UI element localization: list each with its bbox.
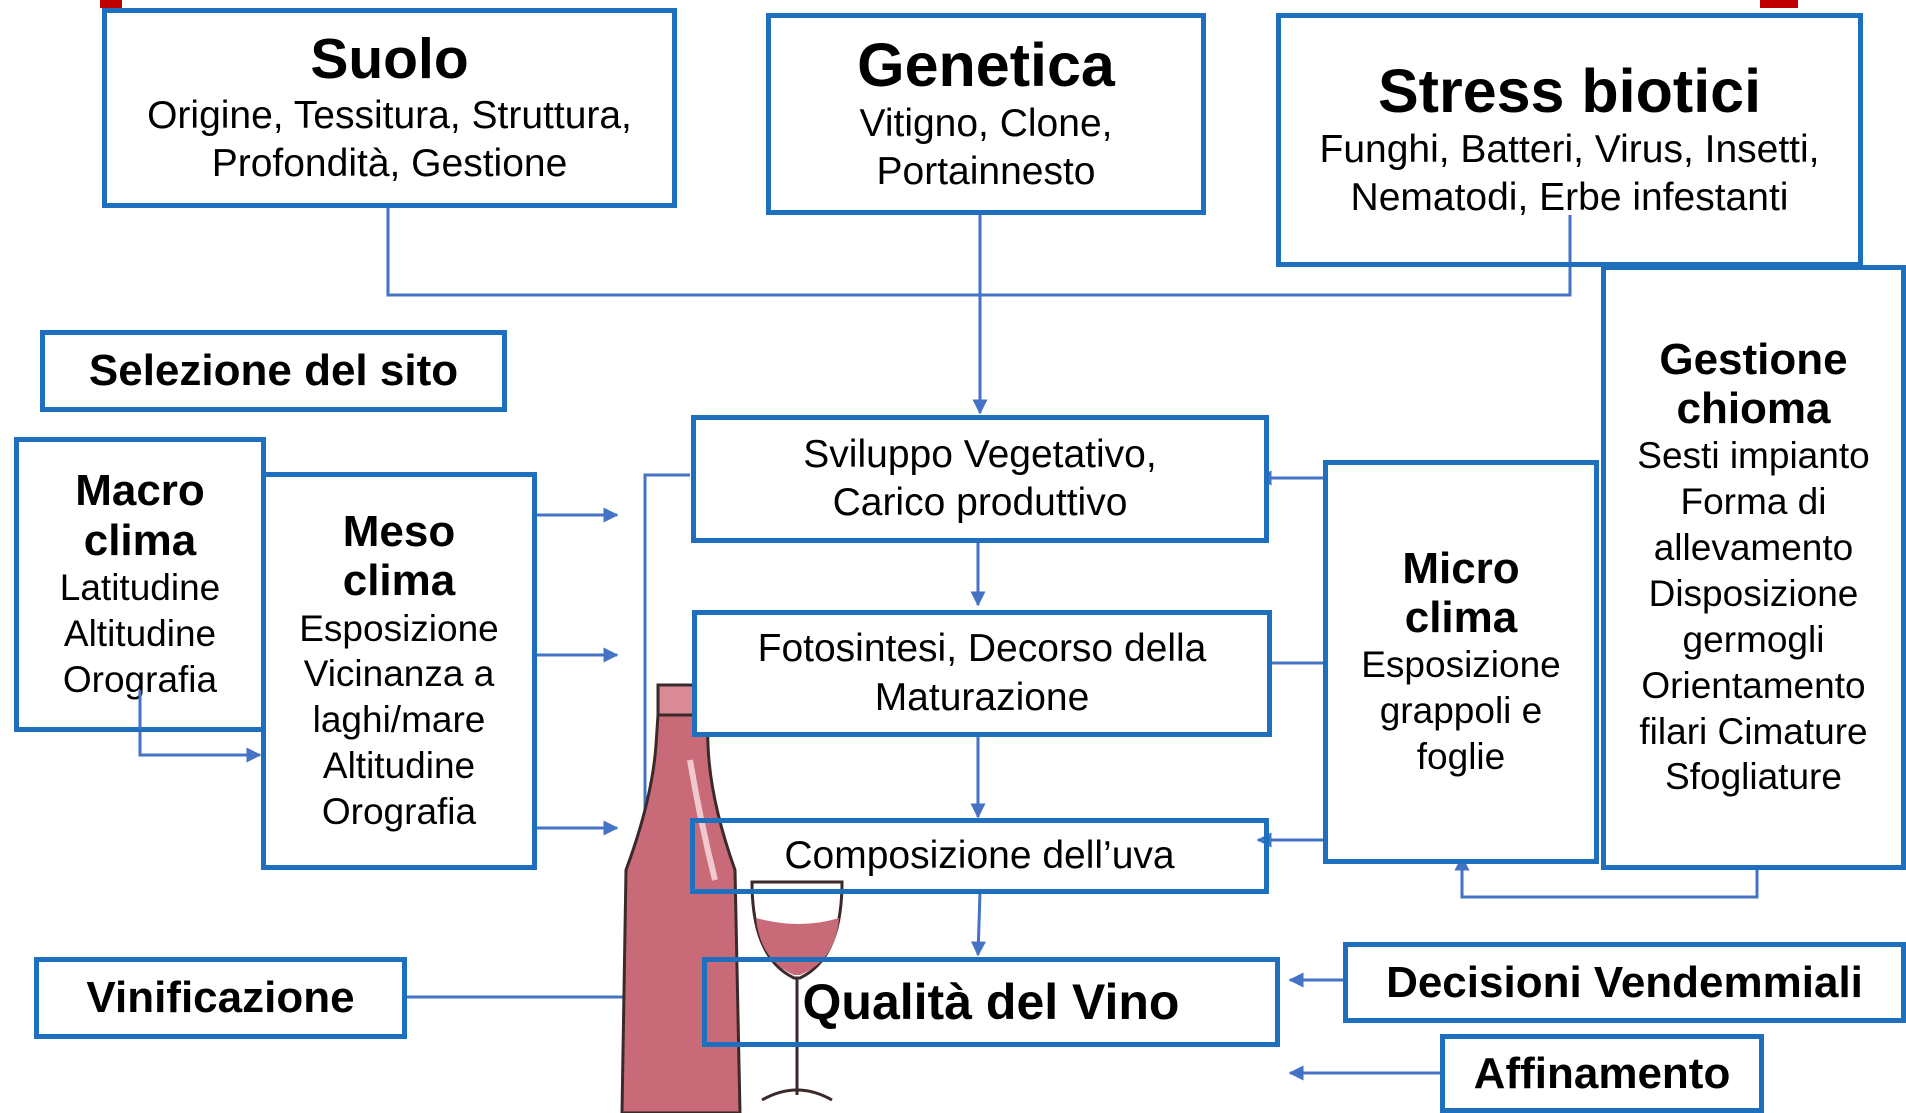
node-meso-clima: Meso clima Esposizione Vicinanza a laghi… [261, 472, 537, 870]
node-sviluppo-vegetativo: Sviluppo Vegetativo, Carico produttivo [691, 415, 1269, 543]
node-sviluppo-desc: Sviluppo Vegetativo, Carico produttivo [803, 432, 1157, 524]
header-text-cropped-left [100, 0, 122, 8]
node-selezione-title: Selezione del sito [88, 346, 459, 396]
wine-glass-icon [750, 880, 844, 1102]
node-affinamento: Affinamento [1440, 1034, 1764, 1113]
header-text-cropped-right [1760, 0, 1798, 8]
node-suolo-desc: Origine, Tessitura, Struttura, Profondit… [147, 93, 632, 185]
node-suolo-title: Suolo [310, 26, 469, 91]
node-micro-title: Micro clima [1402, 543, 1520, 643]
node-gestione-title: Gestione chioma [1659, 334, 1848, 433]
node-genetica-desc: Vitigno, Clone, Portainnesto [859, 101, 1113, 194]
node-stress-desc: Funghi, Batteri, Virus, Insetti, Nematod… [1319, 127, 1820, 220]
node-gestione-chioma: Gestione chioma Sesti impianto Forma di … [1601, 265, 1906, 870]
node-qualita-title: Qualità del Vino [802, 974, 1180, 1030]
node-composizione-desc: Composizione dell’uva [784, 833, 1175, 877]
node-meso-title: Meso clima [342, 507, 456, 606]
node-suolo: Suolo Origine, Tessitura, Struttura, Pro… [102, 8, 677, 208]
wine-bottle-icon [620, 683, 742, 1113]
node-micro-desc: Esposizione grappoli e foglie [1361, 644, 1561, 778]
node-macro-clima: Macro clima Latitudine Altitudine Orogra… [14, 437, 266, 732]
node-macro-title: Macro clima [75, 466, 205, 565]
node-vinificazione-title: Vinificazione [86, 973, 355, 1023]
node-decisioni-vendemmiali: Decisioni Vendemmiali [1343, 942, 1906, 1023]
node-affinamento-title: Affinamento [1473, 1048, 1731, 1098]
node-macro-desc: Latitudine Altitudine Orografia [59, 566, 221, 700]
node-genetica: Genetica Vitigno, Clone, Portainnesto [766, 13, 1206, 215]
arrow-composizione-qualita [970, 891, 986, 957]
node-fotosintesi: Fotosintesi, Decorso della Maturazione [692, 610, 1272, 737]
connector-suolo [386, 205, 980, 297]
node-stress-title: Stress biotici [1377, 57, 1762, 126]
node-gestione-desc: Sesti impianto Forma di allevamento Disp… [1637, 435, 1870, 798]
node-decisioni-title: Decisioni Vendemmiali [1386, 957, 1863, 1007]
node-stress-biotici: Stress biotici Funghi, Batteri, Virus, I… [1276, 13, 1863, 267]
node-meso-desc: Esposizione Vicinanza a laghi/mare Altit… [299, 607, 499, 833]
node-composizione-uva: Composizione dell’uva [690, 818, 1269, 894]
node-vinificazione: Vinificazione [34, 957, 407, 1039]
node-genetica-title: Genetica [857, 31, 1115, 100]
node-selezione-sito: Selezione del sito [40, 330, 507, 412]
arrow-gestione-micro [1454, 850, 1759, 899]
node-micro-clima: Micro clima Esposizione grappoli e fogli… [1323, 460, 1599, 864]
node-qualita-vino: Qualità del Vino [702, 957, 1280, 1047]
node-fotosintesi-desc: Fotosintesi, Decorso della Maturazione [757, 627, 1207, 719]
